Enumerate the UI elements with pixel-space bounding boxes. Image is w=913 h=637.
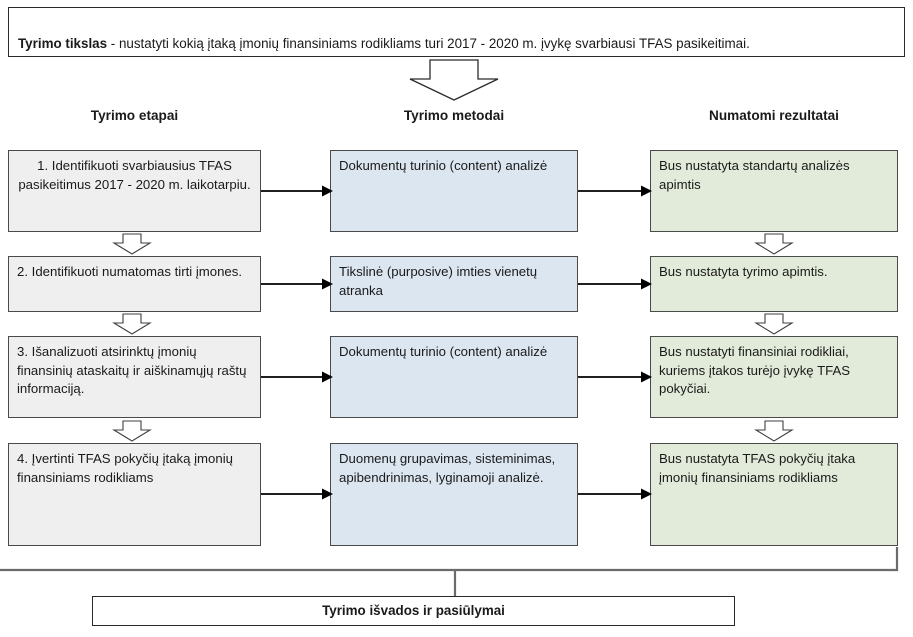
method-box-1: Dokumentų turinio (content) analizė xyxy=(330,150,578,232)
conclusion-box: Tyrimo išvados ir pasiūlymai xyxy=(92,596,735,626)
arrow-stage-to-method-4 xyxy=(261,488,333,500)
result-box-2: Bus nustatyta tyrimo apimtis. xyxy=(650,256,898,312)
stage-down-arrow-icon-3 xyxy=(112,420,152,442)
arrow-method-to-result-4 xyxy=(578,488,652,500)
arrow-stage-to-method-3 xyxy=(261,371,333,383)
result-box-1: Bus nustatyta standartų analizės apimtis xyxy=(650,150,898,232)
result-down-arrow-icon-1 xyxy=(754,233,794,255)
research-aim-label: Tyrimo tikslas xyxy=(18,36,108,52)
stage-box-2: 2. Identifikuoti numatomas tirti įmones. xyxy=(8,256,261,312)
result-down-arrow-icon-3 xyxy=(754,420,794,442)
summary-bracket xyxy=(0,547,899,572)
arrow-method-to-result-2 xyxy=(578,278,652,290)
research-aim-text: - nustatyti kokią įtaką įmonių finansini… xyxy=(107,36,750,52)
method-box-3: Dokumentų turinio (content) analizė xyxy=(330,336,578,418)
column-header-stages: Tyrimo etapai xyxy=(90,108,179,123)
stage-down-arrow-icon-1 xyxy=(112,233,152,255)
stage-down-arrow-icon-2 xyxy=(112,313,152,335)
result-down-arrow-icon-2 xyxy=(754,313,794,335)
method-box-2: Tikslinė (purposive) imties vienetų atra… xyxy=(330,256,578,312)
arrow-method-to-result-3 xyxy=(578,371,652,383)
arrow-stage-to-method-2 xyxy=(261,278,333,290)
research-aim-box: Tyrimo tikslas - nustatyti kokią įtaką į… xyxy=(8,7,905,57)
stage-box-3: 3. Išanalizuoti atsirinktų įmonių finans… xyxy=(8,336,261,418)
result-box-3: Bus nustatyti finansiniai rodikliai, kur… xyxy=(650,336,898,418)
arrow-method-to-result-1 xyxy=(578,185,652,197)
column-header-results: Numatomi rezultatai xyxy=(709,108,839,123)
stage-box-4: 4. Įvertinti TFAS pokyčių įtaką įmonių f… xyxy=(8,443,261,546)
stage-box-1: 1. Identifikuoti svarbiausius TFAS pasik… xyxy=(8,150,261,232)
result-box-4: Bus nustatyta TFAS pokyčių įtaka įmonių … xyxy=(650,443,898,546)
aim-down-arrow-icon xyxy=(409,59,499,101)
arrow-stage-to-method-1 xyxy=(261,185,333,197)
method-box-4: Duomenų grupavimas, sisteminimas, apiben… xyxy=(330,443,578,546)
column-header-methods: Tyrimo metodai xyxy=(403,108,505,123)
